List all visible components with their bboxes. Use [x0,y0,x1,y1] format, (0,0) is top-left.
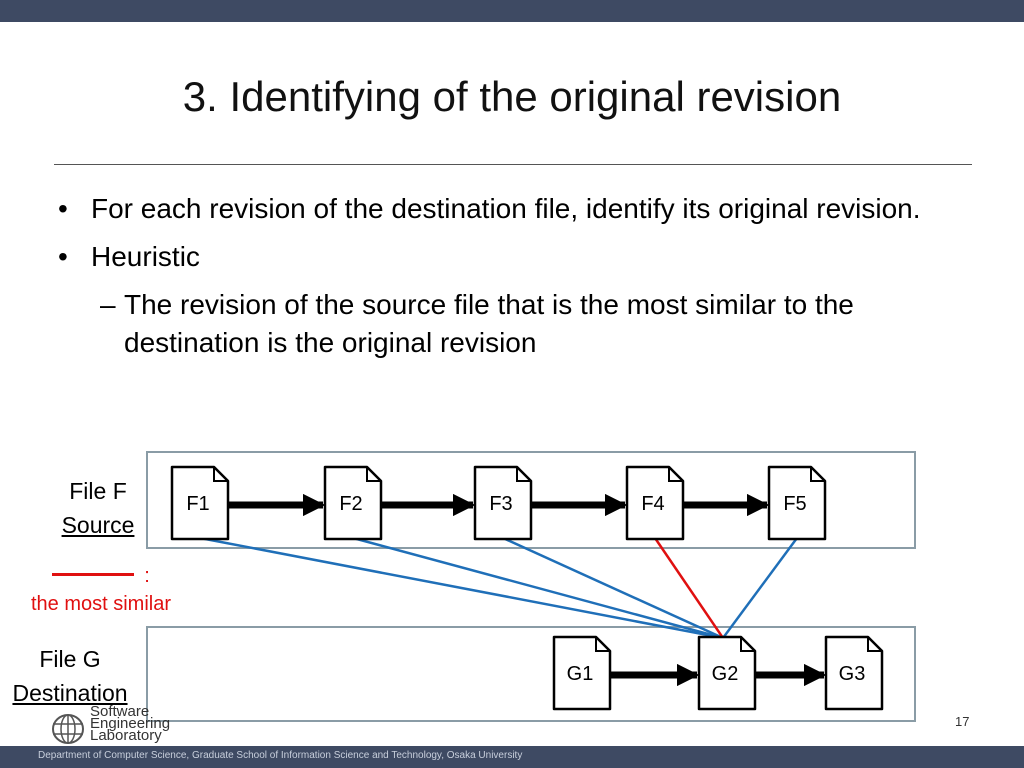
page-number: 17 [955,714,970,729]
lab-logo: Software Engineering Laboratory [50,704,180,746]
file-label: F2 [339,493,362,515]
source-revision-f2: F2 [323,465,383,541]
file-fold-mark [366,467,381,482]
file-fold-mark [867,637,882,652]
footer-bar: Department of Computer Science, Graduate… [0,746,1024,768]
slide-title: 3. Identifying of the original revision [182,73,842,120]
similarity-link [502,536,724,640]
bullet-item: • Heuristic [58,238,988,276]
logo-line: Laboratory [90,727,162,744]
file-page-icon [625,465,685,541]
legend-text: the most similar [30,593,172,615]
source-file-label: File F Source [20,474,176,542]
bullet-list: • For each revision of the destination f… [58,190,988,362]
source-revision-f1: F1 [170,465,230,541]
file-fold-mark [668,467,683,482]
logo-line: Software [90,703,150,720]
similarity-link [352,536,724,640]
sub-bullet-text: The revision of the source file that is … [124,289,854,358]
file-label: F3 [489,493,512,515]
similarity-link [199,536,724,640]
file-label: G2 [712,663,739,685]
legend: : the most similar [8,562,194,618]
file-fold-mark [810,467,825,482]
legend-line-swatch [52,573,135,577]
source-revision-f5: F5 [767,465,827,541]
file-label: F5 [783,493,806,515]
destination-revision-g1: G1 [552,635,612,711]
source-revision-f3: F3 [473,465,533,541]
file-page-icon [552,635,612,711]
file-fold-mark [516,467,531,482]
source-role-label: Source [61,512,135,538]
similarity-link [721,537,799,639]
destination-revision-g2: G2 [697,635,757,711]
file-page-icon [824,635,884,711]
logo-line: Engineering [90,715,171,732]
sub-bullet-item: – The revision of the source file that i… [58,286,988,362]
file-fold-mark [740,637,755,652]
destination-revision-g3: G3 [824,635,884,711]
file-fold-mark [213,467,228,482]
top-bar [0,0,1024,22]
legend-colon: : [144,565,150,587]
bullet-text: For each revision of the destination fil… [91,193,921,224]
bullet-dot: • [58,193,68,224]
footer-text: Department of Computer Science, Graduate… [38,750,523,761]
most-similar-link [653,537,725,639]
file-label: G1 [567,663,594,685]
destination-file-label: File G Destination [0,642,140,710]
file-fold-mark [595,637,610,652]
source-file-name: File F [69,478,127,504]
file-label: F4 [641,493,664,515]
file-label: G3 [839,663,866,685]
bullet-item: • For each revision of the destination f… [58,190,988,228]
file-page-icon [767,465,827,541]
globe-logo-icon [52,714,84,744]
file-page-icon [323,465,383,541]
file-page-icon [697,635,757,711]
bullet-text: Heuristic [91,241,200,272]
title-divider [54,164,972,165]
destination-file-name: File G [39,646,101,672]
file-page-icon [473,465,533,541]
file-page-icon [170,465,230,541]
file-label: F1 [186,493,209,515]
sub-bullet-dash: – [100,289,116,320]
source-revision-f4: F4 [625,465,685,541]
destination-role-label: Destination [12,680,128,706]
bullet-dot: • [58,241,68,272]
